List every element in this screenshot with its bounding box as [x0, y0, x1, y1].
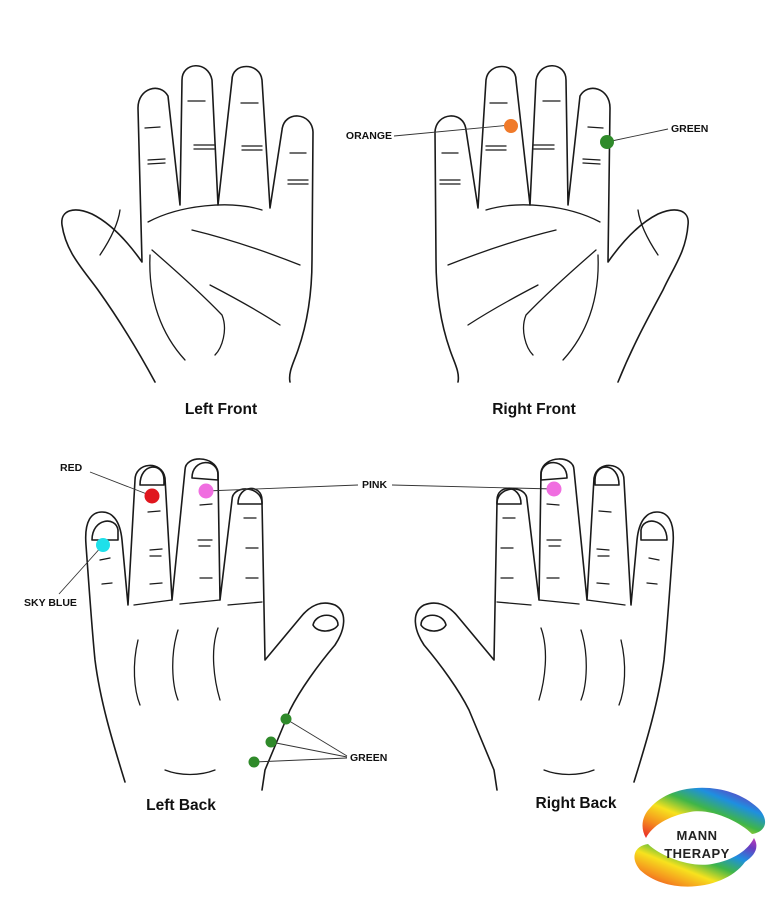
point-green-back-3 [248, 756, 260, 768]
point-green-back-2 [265, 736, 277, 748]
logo-line-2: THERAPY [664, 846, 730, 861]
label-pink: PINK [362, 479, 388, 491]
caption-right-front: Right Front [492, 401, 576, 418]
logo-line-1: MANN [677, 828, 718, 843]
leader-red [89, 471, 153, 497]
label-orange: ORANGE [346, 130, 392, 142]
label-green-front: GREEN [671, 123, 708, 135]
leader-orange [393, 124, 512, 137]
right-back-hand [414, 458, 675, 791]
leader-green-back-1 [285, 718, 348, 757]
point-red [144, 488, 160, 504]
leader-green-back-2 [270, 741, 348, 758]
label-sky-blue: SKY BLUE [24, 597, 77, 609]
mann-therapy-logo: MANN THERAPY [634, 787, 766, 887]
leader-green-front [606, 128, 669, 143]
left-back-hand [84, 458, 345, 791]
leader-pink-left [205, 484, 359, 492]
point-orange [504, 119, 518, 133]
point-green-front [600, 135, 614, 149]
caption-right-back: Right Back [536, 795, 617, 812]
point-pink-right [546, 481, 562, 497]
point-pink-left [198, 483, 214, 499]
leader-sky-blue [58, 544, 104, 595]
point-sky-blue [96, 538, 110, 552]
caption-left-back: Left Back [146, 797, 216, 814]
left-front-hand [61, 65, 314, 383]
point-green-back-1 [280, 713, 292, 725]
caption-left-front: Left Front [185, 401, 257, 418]
label-red: RED [60, 462, 83, 474]
right-front-hand [434, 65, 689, 383]
label-green-back: GREEN [350, 752, 387, 764]
leader-pink-right [391, 484, 555, 490]
leader-green-back-3 [253, 757, 348, 763]
